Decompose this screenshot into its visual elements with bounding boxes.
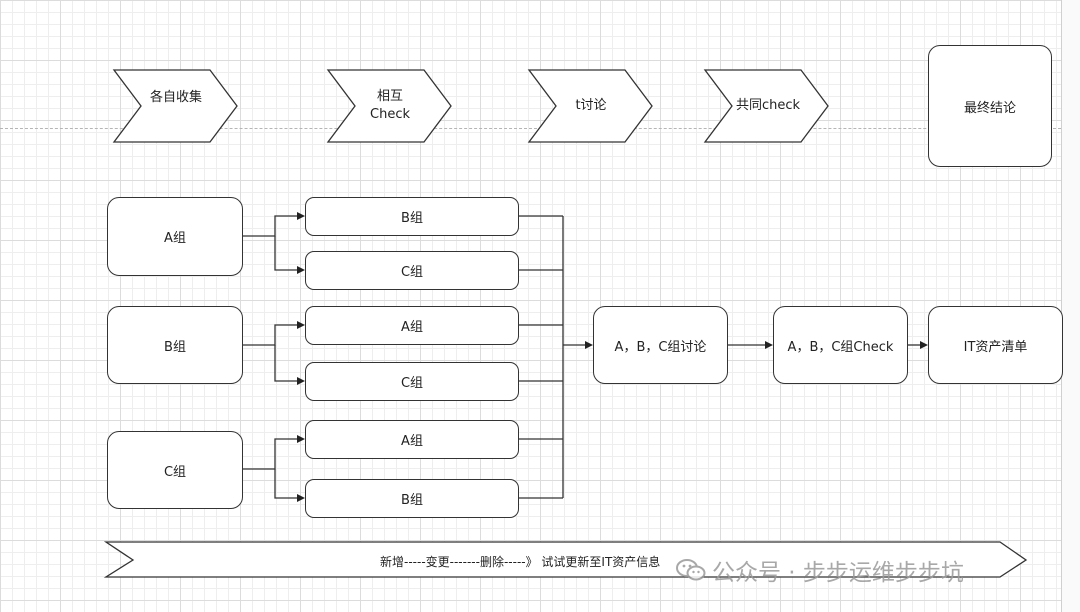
stage-label-2: 相互 Check — [370, 89, 410, 122]
check-box-a1[interactable]: B组 — [305, 197, 519, 236]
check-label: A组 — [401, 320, 423, 335]
discuss-box[interactable]: A，B，C组讨论 — [593, 306, 728, 384]
check-label: C组 — [400, 376, 424, 391]
stage-label-3: t讨论 — [575, 98, 607, 113]
discuss-label: A，B，C组讨论 — [614, 339, 707, 355]
group-box-c[interactable]: C组 — [107, 431, 243, 509]
swimlane-divider — [0, 128, 1061, 129]
check-label: A组 — [401, 434, 423, 449]
final-conclusion-box[interactable]: 最终结论 — [928, 45, 1052, 167]
group-box-b[interactable]: B组 — [107, 306, 243, 384]
banner-arrow[interactable] — [103, 541, 1028, 578]
stage-label-1: 各自收集 — [149, 90, 202, 105]
arrowheads — [297, 212, 928, 502]
watermark: 公众号 · 步步运维步步坑 — [676, 553, 964, 587]
group-label: A组 — [164, 231, 186, 246]
check-label: B组 — [401, 493, 423, 508]
group-label: C组 — [163, 464, 187, 480]
final-conclusion-label: 最终结论 — [963, 100, 1016, 116]
stage-chevron-4[interactable] — [703, 69, 829, 143]
joint-check-label: A，B，C组Check — [787, 339, 894, 355]
group-connectors — [243, 215, 924, 499]
group-label: B组 — [164, 339, 186, 355]
check-label: B组 — [401, 211, 423, 226]
stage-chevron-1[interactable] — [112, 69, 238, 143]
group-box-a[interactable]: A组 — [107, 197, 243, 276]
check-box-b1[interactable]: A组 — [305, 306, 519, 345]
stage-label-4: 共同check — [735, 98, 801, 113]
canvas-edge — [1061, 0, 1080, 612]
stage-chevron-3[interactable] — [527, 69, 653, 143]
check-box-b2[interactable]: C组 — [305, 362, 519, 401]
banner-label: 新增-----变更-------删除-----》 试试更新至IT资产信息 — [380, 554, 661, 569]
check-box-c2[interactable]: B组 — [305, 479, 519, 518]
check-box-a2[interactable]: C组 — [305, 251, 519, 290]
check-box-c1[interactable]: A组 — [305, 420, 519, 459]
check-label: C组 — [400, 265, 424, 280]
joint-check-box[interactable]: A，B，C组Check — [773, 306, 908, 384]
stage-chevron-2[interactable] — [326, 69, 452, 143]
wechat-icon — [676, 559, 706, 581]
result-label: IT资产清单 — [963, 339, 1028, 355]
result-box[interactable]: IT资产清单 — [928, 306, 1063, 384]
watermark-text: 公众号 · 步步运维步步坑 — [712, 560, 964, 586]
